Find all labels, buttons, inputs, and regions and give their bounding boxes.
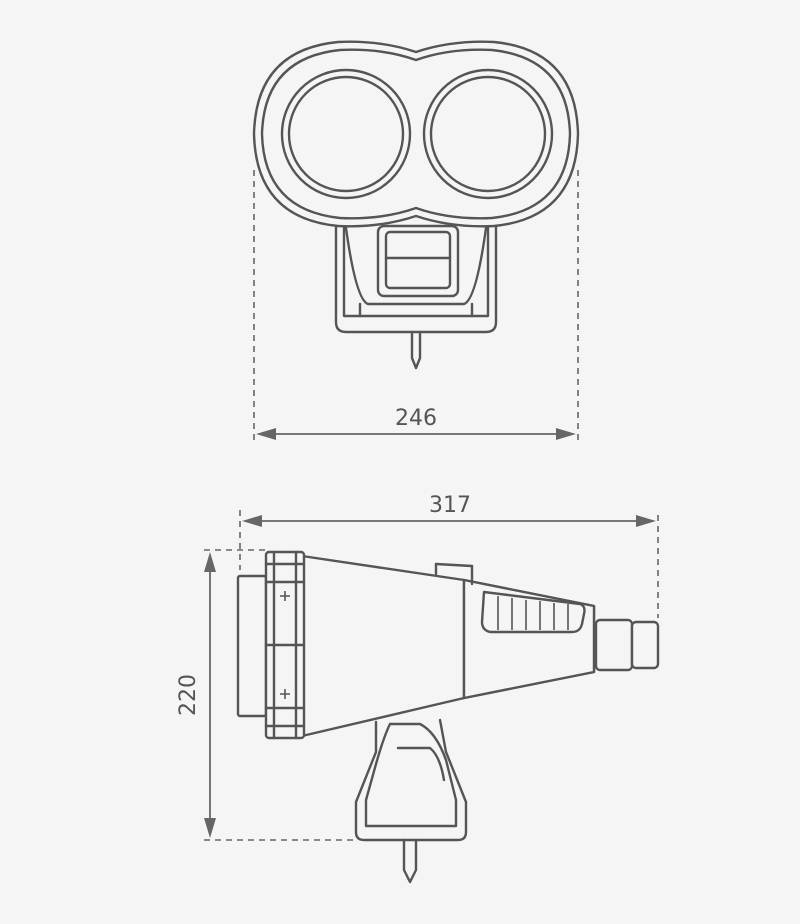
front-view: 246: [252, 40, 580, 440]
side-length-label: 317: [429, 493, 471, 518]
right-lens-outer: [422, 68, 554, 200]
side-view-pin: [402, 838, 418, 884]
left-lens-outer: [280, 68, 412, 200]
front-view-body: [252, 40, 580, 228]
side-view: 317 220: [176, 493, 660, 884]
front-width-label: 246: [395, 406, 437, 431]
left-lens-inner: [287, 75, 405, 193]
dimension-side-height: 220: [176, 549, 356, 841]
dimension-side-length: 317: [239, 493, 659, 618]
dimension-front-width: 246: [253, 170, 579, 440]
side-view-body: [300, 554, 660, 738]
front-view-pin: [410, 330, 422, 370]
side-height-label: 220: [176, 674, 201, 716]
front-view-bracket: [334, 220, 498, 334]
side-view-stand: [354, 718, 468, 842]
right-lens-inner: [429, 75, 547, 193]
side-view-objective: [236, 550, 306, 740]
